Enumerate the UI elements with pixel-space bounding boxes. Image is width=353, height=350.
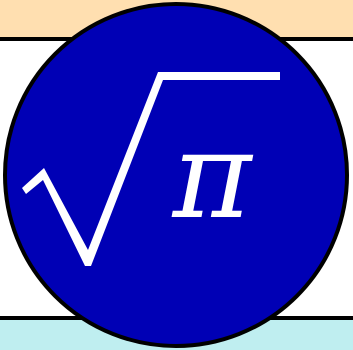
- pi-symbol: π: [171, 107, 254, 246]
- radical-sign: [22, 72, 280, 266]
